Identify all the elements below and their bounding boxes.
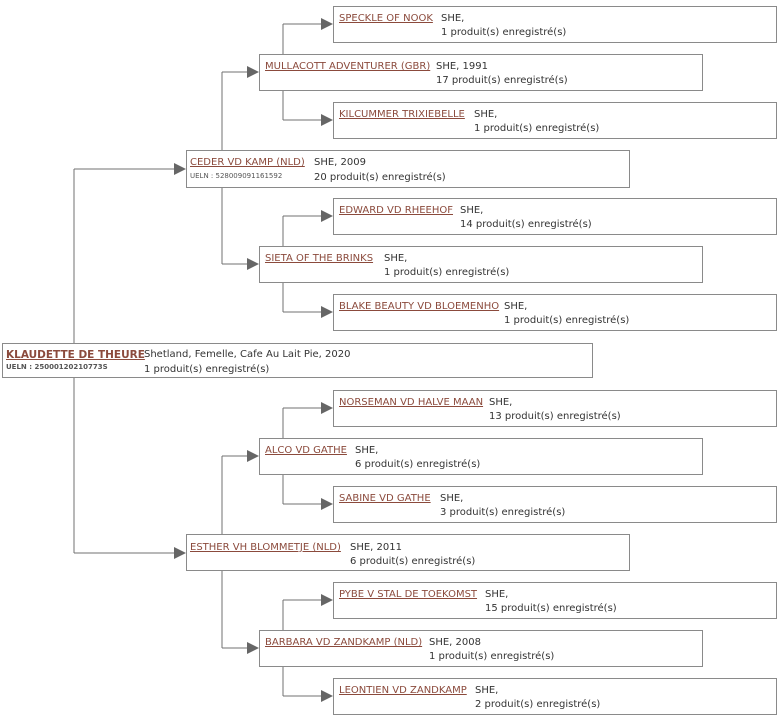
connector-arrow	[247, 642, 259, 654]
horse-name-link[interactable]: NORSEMAN VD HALVE MAAN	[339, 397, 484, 408]
horse-offspring-count: 3 produit(s) enregistré(s)	[440, 507, 566, 518]
horse-offspring-count: 15 produit(s) enregistré(s)	[485, 603, 617, 614]
pedigree-box-dam-dam: BARBARA VD ZANDKAMP (NLD) SHE, 2008 1 pr…	[259, 630, 703, 667]
pedigree-box-g3-7: PYBE V STAL DE TOEKOMST SHE, 15 produit(…	[333, 582, 777, 619]
pedigree-box-g3-6: SABINE VD GATHE SHE, 3 produit(s) enregi…	[333, 486, 777, 523]
horse-name-link[interactable]: MULLACOTT ADVENTURER (GBR)	[265, 61, 431, 72]
horse-name-link[interactable]: KLAUDETTE DE THEURE	[6, 349, 145, 361]
horse-name-link[interactable]: BLAKE BEAUTY VD BLOEMENHO	[339, 301, 500, 312]
horse-name-link[interactable]: ESTHER VH BLOMMETJE (NLD)	[190, 542, 341, 553]
pedigree-box-g3-2: KILCUMMER TRIXIEBELLE SHE, 1 produit(s) …	[333, 102, 777, 139]
horse-info: SHE,	[384, 253, 408, 264]
horse-offspring-count: 17 produit(s) enregistré(s)	[436, 75, 568, 86]
horse-offspring-count: 20 produit(s) enregistré(s)	[314, 172, 446, 183]
pedigree-box-dam-sire: ALCO VD GATHE SHE, 6 produit(s) enregist…	[259, 438, 703, 475]
horse-offspring-count: 6 produit(s) enregistré(s)	[350, 556, 476, 567]
horse-info: SHE, 2009	[314, 157, 366, 168]
ueln-label: UELN : 25000120210773S	[6, 363, 108, 371]
connector-arrow	[321, 402, 333, 414]
horse-info: SHE,	[474, 109, 498, 120]
horse-offspring-count: 14 produit(s) enregistré(s)	[460, 219, 592, 230]
horse-info: SHE,	[355, 445, 379, 456]
horse-name-link[interactable]: SIETA OF THE BRINKS	[265, 253, 374, 264]
horse-offspring-count: 1 produit(s) enregistré(s)	[504, 315, 630, 326]
horse-info: SHE,	[441, 13, 465, 24]
horse-name-link[interactable]: PYBE V STAL DE TOEKOMST	[339, 589, 478, 600]
horse-name-link[interactable]: LEONTIEN VD ZANDKAMP	[339, 685, 467, 696]
pedigree-box-g3-1: SPECKLE OF NOOK SHE, 1 produit(s) enregi…	[333, 6, 777, 43]
connector-arrow	[321, 306, 333, 318]
horse-name-link[interactable]: SPECKLE OF NOOK	[339, 13, 433, 24]
connector-arrow	[321, 210, 333, 222]
horse-offspring-count: 1 produit(s) enregistré(s)	[474, 123, 600, 134]
horse-info: SHE,	[475, 685, 499, 696]
pedigree-box-g3-5: NORSEMAN VD HALVE MAAN SHE, 13 produit(s…	[333, 390, 777, 427]
pedigree-box-sire-sire: MULLACOTT ADVENTURER (GBR) SHE, 1991 17 …	[259, 54, 703, 91]
horse-name-link[interactable]: ALCO VD GATHE	[265, 445, 347, 456]
pedigree-box-sire: CEDER VD KAMP (NLD) UELN : 5280090911615…	[186, 150, 630, 188]
horse-info: SHE,	[504, 301, 528, 312]
horse-offspring-count: 6 produit(s) enregistré(s)	[355, 459, 481, 470]
connector-arrow	[247, 450, 259, 462]
connector-arrow	[321, 114, 333, 126]
horse-info: SHE,	[440, 493, 464, 504]
connector-arrow	[321, 498, 333, 510]
pedigree-box-dam: ESTHER VH BLOMMETJE (NLD) SHE, 2011 6 pr…	[186, 534, 630, 571]
connector-arrow	[321, 594, 333, 606]
horse-offspring-count: 1 produit(s) enregistré(s)	[384, 267, 510, 278]
connector-arrow	[247, 66, 259, 78]
pedigree-box-g3-3: EDWARD VD RHEEHOF SHE, 14 produit(s) enr…	[333, 198, 777, 235]
horse-name-link[interactable]: BARBARA VD ZANDKAMP (NLD)	[265, 637, 423, 648]
horse-info: SHE,	[485, 589, 509, 600]
connector-arrow	[321, 690, 333, 702]
horse-info: SHE,	[460, 205, 484, 216]
pedigree-box-sire-dam: SIETA OF THE BRINKS SHE, 1 produit(s) en…	[259, 246, 703, 283]
connector-arrow	[174, 547, 186, 559]
horse-name-link[interactable]: CEDER VD KAMP (NLD)	[190, 157, 305, 168]
horse-info: SHE, 2008	[429, 637, 481, 648]
horse-info: SHE, 2011	[350, 542, 402, 553]
horse-offspring-count: 13 produit(s) enregistré(s)	[489, 411, 621, 422]
horse-offspring-count: 1 produit(s) enregistré(s)	[429, 651, 555, 662]
horse-offspring-count: 1 produit(s) enregistré(s)	[144, 364, 270, 375]
pedigree-box-subject: KLAUDETTE DE THEURE UELN : 2500012021077…	[2, 343, 593, 378]
ueln-label: UELN : 528009091161592	[190, 172, 283, 180]
horse-name-link[interactable]: SABINE VD GATHE	[339, 493, 431, 504]
horse-name-link[interactable]: KILCUMMER TRIXIEBELLE	[339, 109, 465, 120]
connector-arrow	[321, 18, 333, 30]
pedigree-box-g3-8: LEONTIEN VD ZANDKAMP SHE, 2 produit(s) e…	[333, 678, 777, 715]
horse-offspring-count: 2 produit(s) enregistré(s)	[475, 699, 601, 710]
horse-name-link[interactable]: EDWARD VD RHEEHOF	[339, 205, 453, 216]
connector-arrow	[174, 163, 186, 175]
pedigree-box-g3-4: BLAKE BEAUTY VD BLOEMENHO SHE, 1 produit…	[333, 294, 777, 331]
horse-info: Shetland, Femelle, Cafe Au Lait Pie, 202…	[144, 349, 351, 360]
horse-offspring-count: 1 produit(s) enregistré(s)	[441, 27, 567, 38]
horse-info: SHE, 1991	[436, 61, 488, 72]
horse-info: SHE,	[489, 397, 513, 408]
connector-arrow	[247, 258, 259, 270]
